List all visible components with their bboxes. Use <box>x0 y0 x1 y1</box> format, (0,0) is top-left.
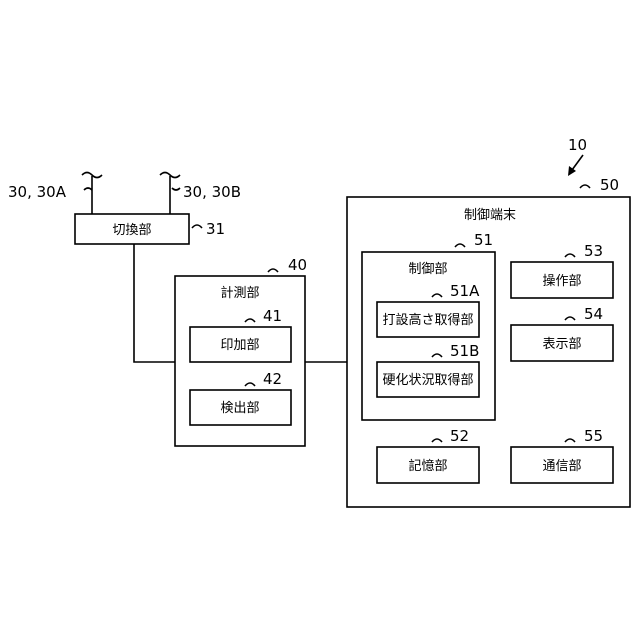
curing-state-unit-ref: 51B <box>450 342 479 360</box>
curing-state-unit-label: 硬化状況取得部 <box>382 372 473 388</box>
control-unit-label: 制御部 <box>408 262 447 277</box>
antenna-a-leader <box>84 188 92 190</box>
communication-unit-label: 通信部 <box>542 459 581 474</box>
driving-height-unit-ref: 51A <box>450 282 480 300</box>
control-terminal-ref: 50 <box>600 176 619 194</box>
display-unit-ref: 54 <box>584 305 603 323</box>
storage-unit-label: 記憶部 <box>408 458 447 474</box>
operation-unit-label: 操作部 <box>542 273 581 289</box>
assembly-ref-arrow <box>572 155 583 170</box>
control-unit-ref: 51 <box>474 231 493 249</box>
antenna-a-ref: 30, 30A <box>8 183 67 201</box>
measurement-unit-ref: 40 <box>288 256 307 274</box>
driving-height-unit-label: 打設高さ取得部 <box>382 312 473 328</box>
control-terminal-leader <box>580 185 590 188</box>
communication-unit-ref: 55 <box>584 427 603 445</box>
detection-unit-label: 検出部 <box>220 401 259 416</box>
switch-unit-leader <box>192 225 202 228</box>
antenna-b-ref: 30, 30B <box>183 183 241 201</box>
application-unit-ref: 41 <box>263 307 282 325</box>
switch-unit-label: 切換部 <box>112 223 151 238</box>
application-unit-label: 印加部 <box>220 338 259 353</box>
measurement-unit-leader <box>268 269 278 272</box>
operation-unit-ref: 53 <box>584 242 603 260</box>
assembly-ref: 10 <box>568 136 587 154</box>
antenna-b-leader <box>172 188 180 190</box>
measurement-unit-label: 計測部 <box>220 285 259 301</box>
control-terminal-label: 制御端末 <box>464 208 516 223</box>
switch-to-measurement-line <box>134 244 175 362</box>
switch-unit-ref: 31 <box>206 220 225 238</box>
storage-unit-ref: 52 <box>450 427 469 445</box>
display-unit-label: 表示部 <box>542 337 581 352</box>
detection-unit-ref: 42 <box>263 370 282 388</box>
